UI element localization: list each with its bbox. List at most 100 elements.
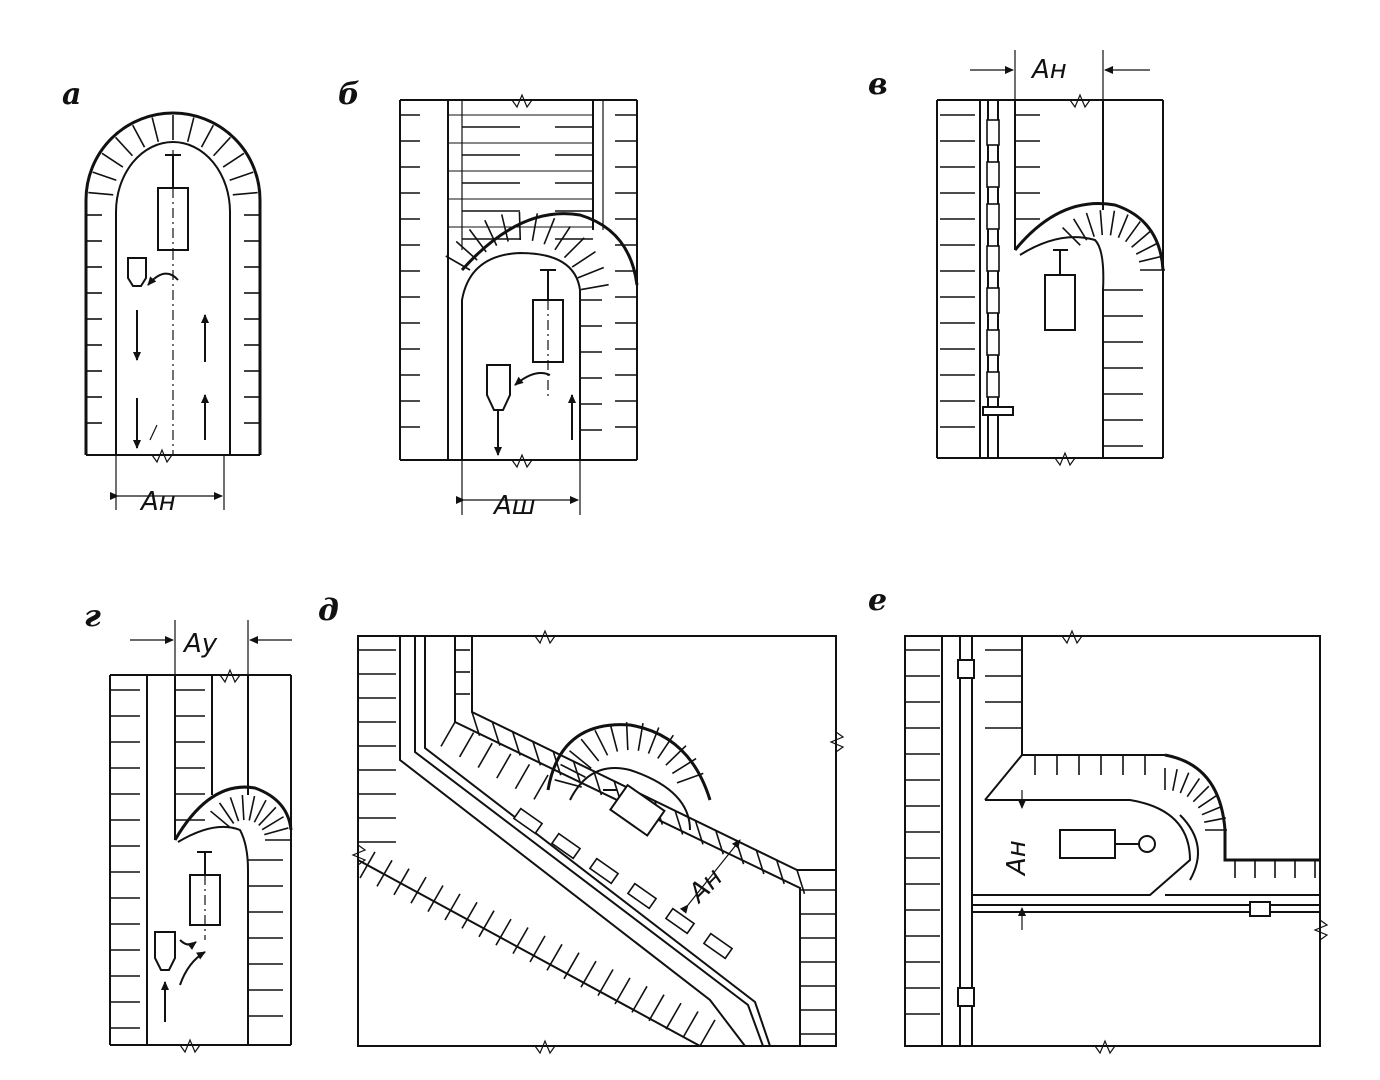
hatch-mark (114, 136, 134, 157)
hatch-mark (264, 827, 289, 836)
panel-v-conveyor-head (982, 406, 1014, 416)
panel-e: е Aн (868, 583, 1329, 1055)
panel-v-conveyor (986, 119, 1000, 398)
conveyor-segment (664, 907, 696, 935)
panel-e-frame (904, 635, 1321, 1047)
hatch-mark (755, 850, 765, 875)
hatch-mark (218, 802, 235, 824)
panel-d-lining-hatch (358, 649, 836, 1047)
hatch-mark (393, 868, 410, 896)
hatch-mark (229, 797, 240, 822)
hatch-mark (1072, 218, 1088, 241)
panel-e-lining-hatch (905, 649, 1316, 1015)
hatch-mark (444, 893, 461, 921)
hatch-mark (261, 816, 284, 831)
panel-a-wagon (127, 257, 147, 287)
panel-e-loading-machine (1059, 829, 1116, 859)
hatch-mark (461, 901, 478, 929)
hatch-mark (200, 124, 215, 148)
hatch-mark (92, 171, 117, 182)
hatch-mark (554, 779, 582, 788)
panel-v-chamber-arch (1013, 201, 1165, 271)
panel-v-dimension-label: Aн (1030, 55, 1067, 85)
panel-d-dimension-line (679, 839, 741, 914)
hatch-mark (518, 212, 522, 241)
hatch-mark (253, 799, 267, 823)
hatch-mark (222, 152, 245, 168)
panel-a-lining-outer (84, 111, 262, 455)
hatch-mark (232, 191, 258, 196)
panel-g-lining-hatch (110, 689, 290, 1029)
hatch-mark (571, 250, 596, 268)
hatch-mark (500, 214, 509, 242)
hatch-mark (359, 851, 376, 879)
conveyor-segment (702, 932, 734, 960)
conveyor-segment (986, 371, 1000, 398)
conveyor-segment (986, 119, 1000, 146)
hatch-mark (511, 731, 521, 756)
hatch-mark (665, 745, 687, 766)
hatch-mark (88, 191, 114, 196)
hatch-mark (1138, 255, 1164, 263)
hatch-mark (648, 994, 665, 1022)
hatch-mark (674, 810, 684, 835)
panel-a-dimension-label: Aн (139, 487, 176, 517)
hatch-mark (1186, 778, 1201, 798)
hatch-mark (512, 927, 529, 954)
conveyor-segment (588, 857, 620, 885)
panel-a-loading-machine (157, 187, 189, 251)
conveyor-segment (626, 882, 658, 910)
conveyor-segment (986, 245, 1000, 272)
panel-a: а Aн (62, 77, 262, 517)
panel-b-loading-machine (532, 299, 564, 363)
hatch-mark (532, 741, 542, 766)
hatch-mark (682, 1011, 699, 1038)
hatch-mark (631, 985, 648, 1013)
panel-d-dimension-label: Aн (682, 863, 729, 910)
panel-d-label: д (318, 593, 339, 628)
hatch-mark (496, 753, 512, 779)
panel-v: в Aн (868, 50, 1165, 467)
hatch-mark (1192, 785, 1210, 803)
hatch-mark (491, 721, 501, 746)
hatch-mark (1179, 772, 1190, 794)
panel-v-lining-hatch (940, 114, 1165, 447)
conveyor-segment (512, 807, 544, 835)
hatch-mark (580, 283, 609, 291)
hatch-mark (580, 738, 600, 762)
hatch-mark (1197, 794, 1217, 809)
panel-a-break-mark (151, 448, 173, 464)
hatch-mark (484, 219, 498, 246)
panel-d-conveyor (512, 807, 734, 960)
hatch-mark (529, 935, 546, 963)
conveyor-segment (986, 287, 1000, 314)
hatch-mark (657, 734, 674, 759)
panel-v-label: в (868, 67, 888, 102)
hatch-mark (554, 226, 572, 251)
panel-g-label: г (84, 599, 101, 634)
panel-b-chamber-arch (460, 212, 639, 286)
panel-b-curved-arrow (514, 372, 551, 386)
panel-a-lining-hatch (86, 115, 260, 424)
panel-e-label: е (868, 583, 887, 618)
panel-b-dimension-label: Aш (492, 491, 536, 521)
hatch-mark (594, 729, 609, 756)
hatch-mark (775, 859, 785, 885)
hatch-mark (563, 237, 585, 259)
panel-g-chamber-arch (173, 785, 293, 841)
panel-e-chamber-arch (1164, 753, 1227, 831)
hatch-mark (569, 750, 592, 770)
hatch-mark (258, 806, 277, 827)
hatch-mark (580, 960, 597, 988)
hatch-mark (514, 764, 531, 790)
hatch-mark (376, 859, 393, 887)
hatch-mark (101, 152, 124, 168)
hatch-mark (229, 171, 254, 182)
conveyor-segment (986, 161, 1000, 188)
panel-g-wagon (154, 931, 176, 971)
hatch-mark (151, 117, 160, 143)
hatch-mark (1172, 769, 1178, 791)
hatch-mark (440, 721, 456, 747)
panel-d-frame (357, 635, 837, 1047)
hatch-mark (625, 722, 629, 751)
